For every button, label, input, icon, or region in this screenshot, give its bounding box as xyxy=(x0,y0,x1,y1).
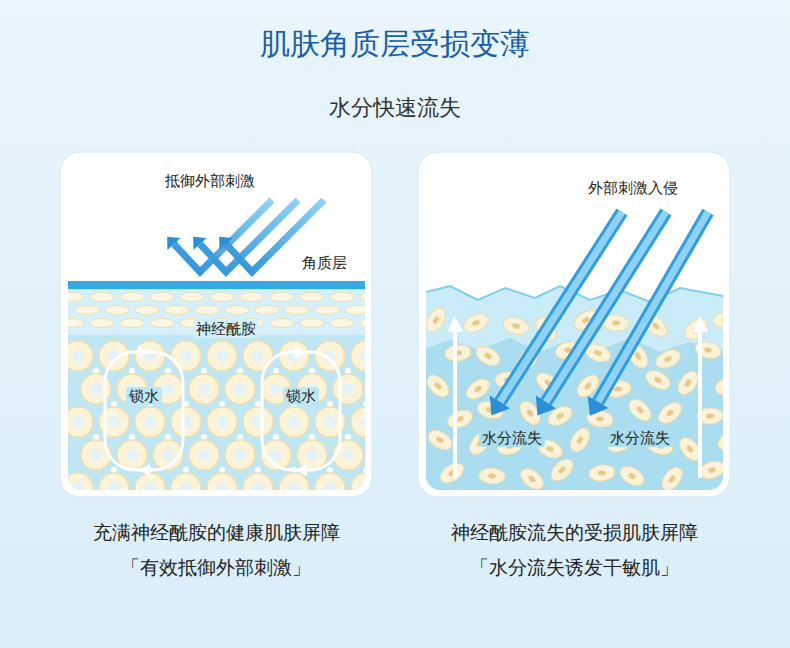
panel-caption: 「水分流失诱发干敏肌」 xyxy=(398,555,750,580)
arrow-label: 水分流失 xyxy=(607,429,673,447)
invading-rays xyxy=(490,212,708,416)
annotation: 外部刺激入侵 xyxy=(585,179,681,197)
layer-name: 神经酰胺 xyxy=(193,320,259,338)
arrow-label: 水分流失 xyxy=(479,429,545,447)
panel-caption: 「有效抵御外部刺激」 xyxy=(40,555,392,580)
card xyxy=(60,152,372,497)
skin-panel: 神经酰胺流失的受损肌肤屏障「水分流失诱发干敏肌」 xyxy=(418,152,730,497)
panel-caption: 充满神经酰胺的健康肌肤屏障 xyxy=(40,520,392,545)
damaged-skin xyxy=(426,286,723,490)
subtitle: 水分快速流失 xyxy=(326,95,464,121)
title: 肌肤角质层受损变薄 xyxy=(0,26,790,62)
loop-label: 锁水 xyxy=(283,387,319,405)
annotation: 抵御外部刺激 xyxy=(162,172,258,190)
loop-label: 锁水 xyxy=(126,387,162,405)
panel-caption: 神经酰胺流失的受损肌肤屏障 xyxy=(398,520,750,545)
layer-name: 角质层 xyxy=(299,254,350,272)
healthy-skin xyxy=(68,281,365,490)
title-rule xyxy=(120,79,670,81)
